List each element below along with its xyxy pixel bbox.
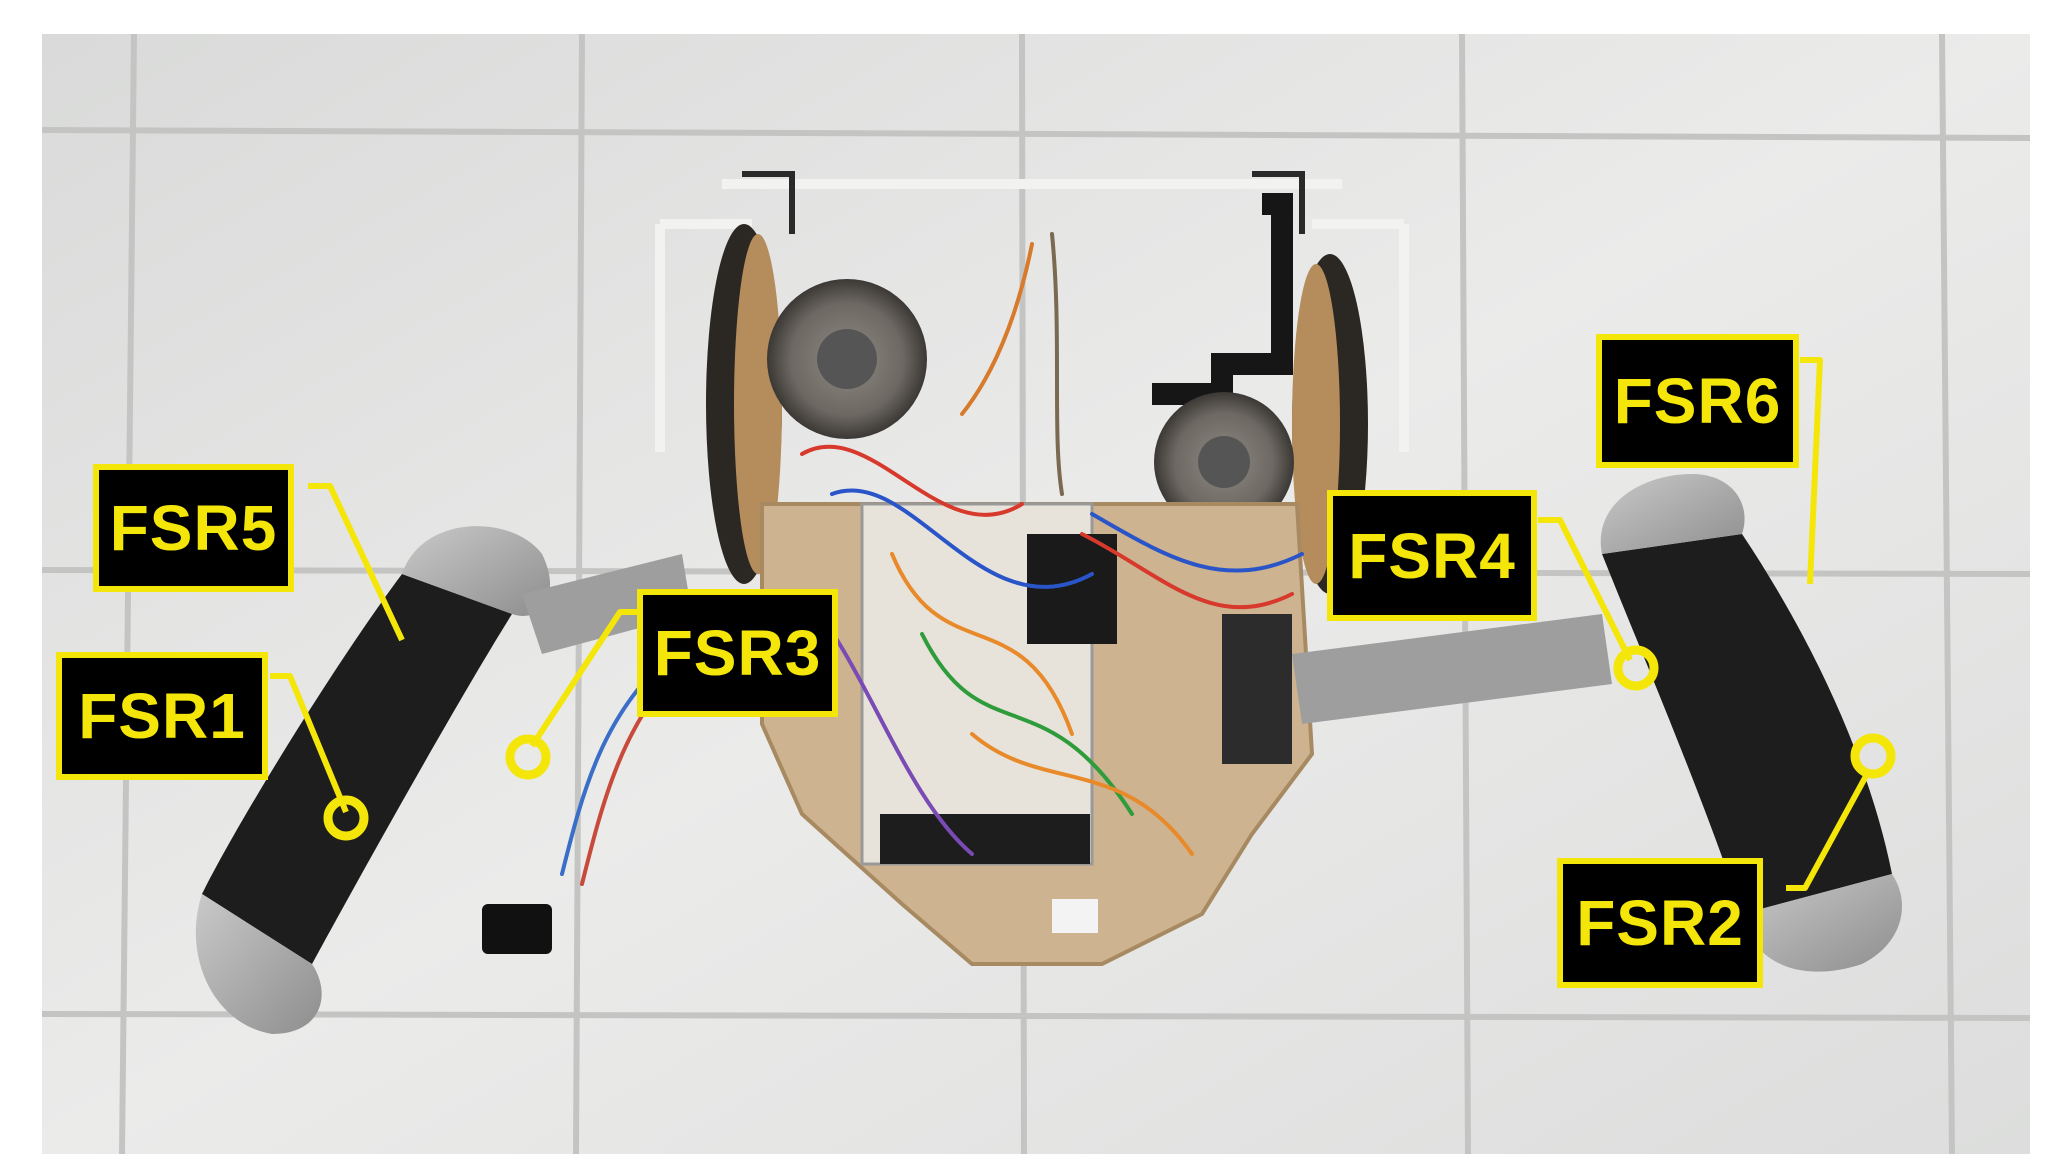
left-handle-tape — [202, 574, 512, 964]
fsr4-label: FSR4 — [1327, 490, 1537, 621]
controller-board — [880, 814, 1090, 864]
left-handle-cap — [402, 526, 551, 616]
right-motor-hub — [1198, 436, 1250, 488]
right-handlebar — [1292, 614, 1612, 724]
driver-module — [1027, 534, 1117, 644]
fsr1-label: FSR1 — [56, 652, 268, 780]
fsr2-label: FSR2 — [1557, 858, 1763, 988]
walker-photo — [42, 34, 2030, 1154]
left-motor-hub — [817, 329, 877, 389]
power-switch — [482, 904, 552, 954]
fsr5-label: FSR5 — [93, 464, 294, 592]
right-handle-end — [1742, 874, 1902, 972]
connector — [1052, 899, 1098, 933]
left-wheel-rim — [734, 234, 782, 574]
fsr3-label: FSR3 — [637, 589, 838, 717]
right-handle-cap — [1600, 474, 1745, 554]
frame-clamps — [742, 171, 1305, 234]
fsr6-label: FSR6 — [1596, 334, 1799, 468]
power-module — [1222, 614, 1292, 764]
left-handle-end — [195, 894, 322, 1034]
walker-photo-drawing — [42, 34, 2030, 1154]
walker-frame — [655, 179, 1409, 452]
